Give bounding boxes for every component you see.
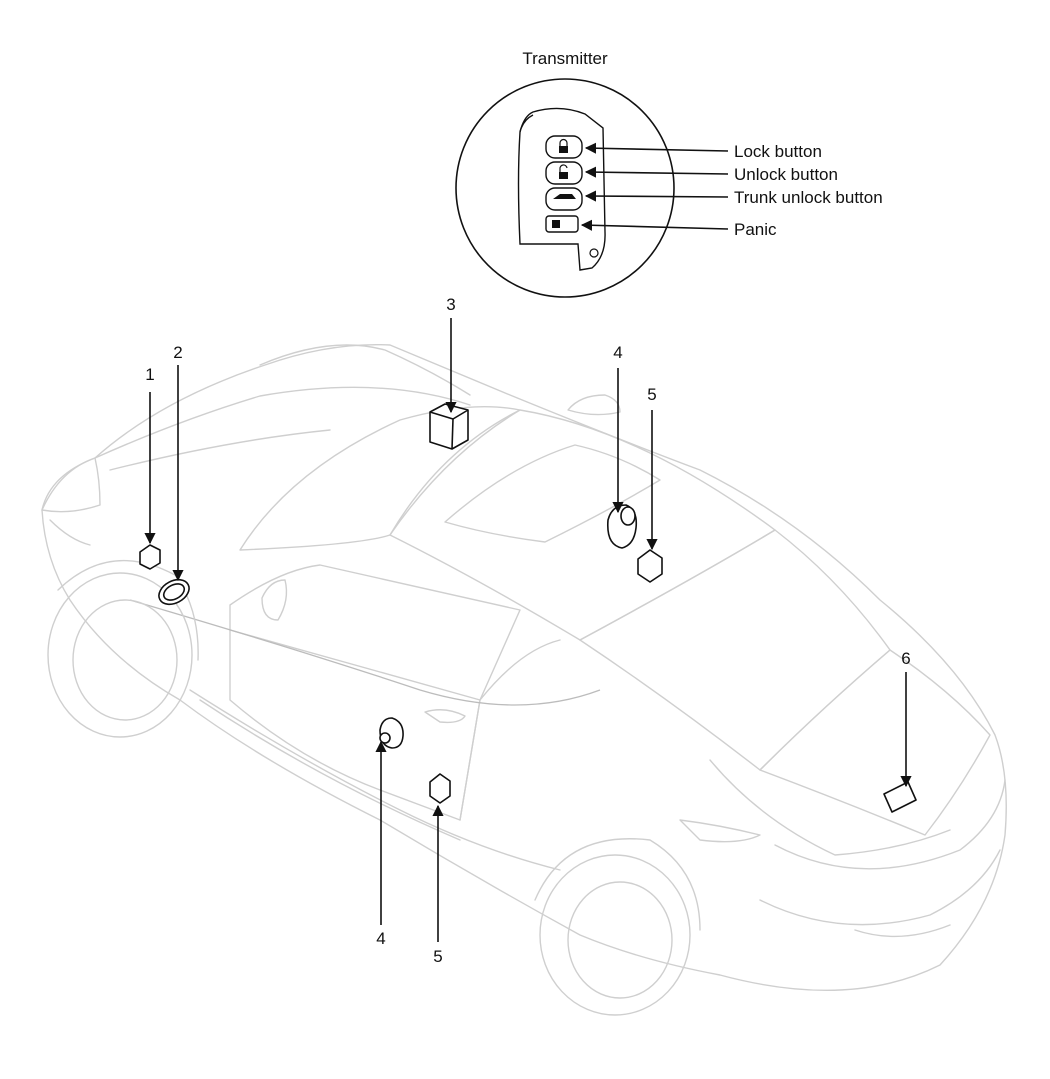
callout-2-number: 2	[173, 343, 182, 362]
callout-4a-number: 4	[613, 343, 622, 362]
transmitter-circle	[455, 78, 675, 298]
callout-5b-number: 5	[433, 947, 442, 966]
unlock-glyph-icon	[559, 172, 568, 179]
callout-1-number: 1	[145, 365, 154, 384]
component-2: 2	[158, 343, 190, 606]
callout-6-number: 6	[901, 649, 910, 668]
component-4-upper: 4	[606, 343, 638, 549]
lock-glyph-icon	[559, 146, 568, 153]
component-5-lower: 5	[429, 773, 451, 966]
smart-key-fob	[517, 107, 606, 271]
transmitter-inset: Transmitter Lock button Unlock button	[455, 49, 883, 298]
trunk-glyph-icon	[553, 194, 576, 199]
component-1: 1	[139, 365, 161, 570]
panic-glyph-icon	[552, 220, 560, 228]
unlock-button-callout: Unlock button	[584, 165, 838, 184]
trunk-unlock-button-label: Trunk unlock button	[734, 188, 883, 207]
transmitter-title: Transmitter	[522, 49, 608, 68]
car-outline	[41, 343, 1007, 1016]
component-3: 3	[429, 295, 469, 450]
component-5-upper: 5	[637, 385, 663, 583]
callout-5a-number: 5	[647, 385, 656, 404]
panic-button-label: Panic	[734, 220, 777, 239]
lock-button-label: Lock button	[734, 142, 822, 161]
callout-4b-number: 4	[376, 929, 385, 948]
component-4-lower: 4	[375, 717, 404, 948]
lock-button-callout: Lock button	[584, 142, 822, 161]
callout-3-number: 3	[446, 295, 455, 314]
panic-button-callout: Panic	[580, 219, 777, 239]
unlock-button-label: Unlock button	[734, 165, 838, 184]
component-6: 6	[883, 649, 917, 813]
trunk-unlock-button-callout: Trunk unlock button	[584, 188, 883, 207]
